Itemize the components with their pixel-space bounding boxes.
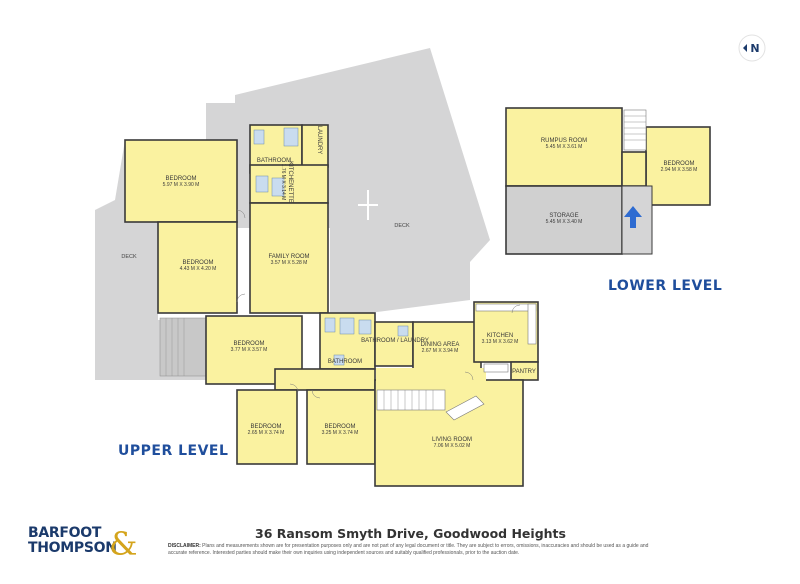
lower-hall: [621, 151, 647, 187]
kitchen-dims: 3.13 M X 3.62 M: [482, 339, 519, 345]
north-compass-icon: N: [738, 34, 766, 62]
logo-line1: BARFOOT: [28, 525, 102, 541]
dining-dims: 2.67 M X 3.94 M: [422, 348, 459, 354]
rumpus-label: RUMPUS ROOM: [541, 138, 587, 144]
bedroom1-dims: 5.97 M X 3.90 M: [163, 182, 200, 188]
upper-level-label: UPPER LEVEL: [118, 443, 229, 459]
dining-label: DINING AREA: [421, 342, 460, 348]
storage: [505, 185, 623, 255]
disclaimer: DISCLAIMER: Plans and measurements shown…: [168, 543, 653, 556]
stair-landing: [445, 395, 485, 421]
lower-stair-treads: [624, 115, 646, 141]
bedroom2-dims: 4.43 M X 4.20 M: [180, 266, 217, 272]
bedroom2: [157, 221, 238, 314]
kitchenette-label: KITCHENETTE: [287, 161, 293, 203]
lower-level-label: LOWER LEVEL: [608, 278, 723, 294]
kitchen-counters: [475, 303, 537, 373]
laundry-top: [301, 124, 329, 168]
compass-letter: N: [750, 42, 759, 55]
pantry: [510, 361, 539, 381]
logo-line2: THOMPSON: [28, 540, 117, 556]
bathroom-laundry-label: BATHROOM / LAUNDRY: [361, 338, 429, 344]
stairwell: [376, 389, 446, 411]
logo-ampersand: &: [109, 525, 138, 563]
bathroom-fixtures: [253, 127, 409, 366]
dining-area: [412, 321, 482, 373]
living-dims: 7.06 M X 5.02 M: [434, 443, 471, 449]
entry-arrow: [624, 206, 642, 228]
rumpus-room: [505, 107, 623, 187]
deck-right-area: [206, 48, 490, 318]
kitchen: [473, 301, 539, 363]
kitchen-label: KITCHEN: [487, 333, 513, 339]
door-swings: [236, 209, 521, 399]
bedroom4-label: BEDROOM: [250, 424, 281, 430]
bedroom-lower-label: BEDROOM: [663, 161, 694, 167]
lower-entry-deck: [621, 185, 653, 255]
living-label: LIVING ROOM: [432, 437, 472, 443]
laundry-top-label: LAUNDRY: [316, 126, 322, 155]
bedroom3-dims: 3.77 M X 3.57 M: [231, 347, 268, 353]
open-plan-join: [376, 368, 486, 382]
hallway: [274, 368, 376, 391]
pantry-label: PANTRY: [512, 369, 536, 375]
brand-logo: BARFOOT THOMPSON &: [28, 526, 138, 566]
property-address: 36 Ransom Smyth Drive, Goodwood Heights: [255, 526, 566, 541]
bedroom1: [124, 139, 238, 223]
disclaimer-text: Plans and measurements shown are for pre…: [168, 543, 649, 556]
bedroom1-label: BEDROOM: [165, 176, 196, 182]
bedroom2-label: BEDROOM: [182, 260, 213, 266]
deck-steps: [159, 317, 207, 377]
bedroom3-label: BEDROOM: [233, 341, 264, 347]
storage-dims: 5.45 M X 3.40 M: [546, 219, 583, 225]
bedroom-lower-dims: 2.94 M X 3.58 M: [661, 167, 698, 173]
bathroom-top-label: BATHROOM: [257, 158, 291, 164]
stair-treads: [383, 390, 434, 410]
deck-feature: [358, 190, 378, 220]
bathroom-mid-label: BATHROOM: [328, 359, 362, 365]
disclaimer-label: DISCLAIMER:: [168, 543, 201, 549]
deck-step-lines: [165, 318, 185, 376]
family-room-dims: 3.57 M X 5.28 M: [271, 260, 308, 266]
bedroom5-dims: 3.25 M X 3.74 M: [322, 430, 359, 436]
deck-left-label: DECK: [121, 254, 137, 260]
family-room: [249, 202, 329, 314]
rumpus-dims: 5.45 M X 3.61 M: [546, 144, 583, 150]
kitchenette-dims: 1.76 M X 3.14 M: [280, 164, 286, 201]
family-room-label: FAMILY ROOM: [268, 254, 309, 260]
bedroom4: [236, 389, 298, 465]
bedroom4-dims: 2.65 M X 3.74 M: [248, 430, 285, 436]
bedroom5-label: BEDROOM: [324, 424, 355, 430]
storage-label: STORAGE: [549, 213, 578, 219]
deck-right-label: DECK: [394, 223, 410, 229]
